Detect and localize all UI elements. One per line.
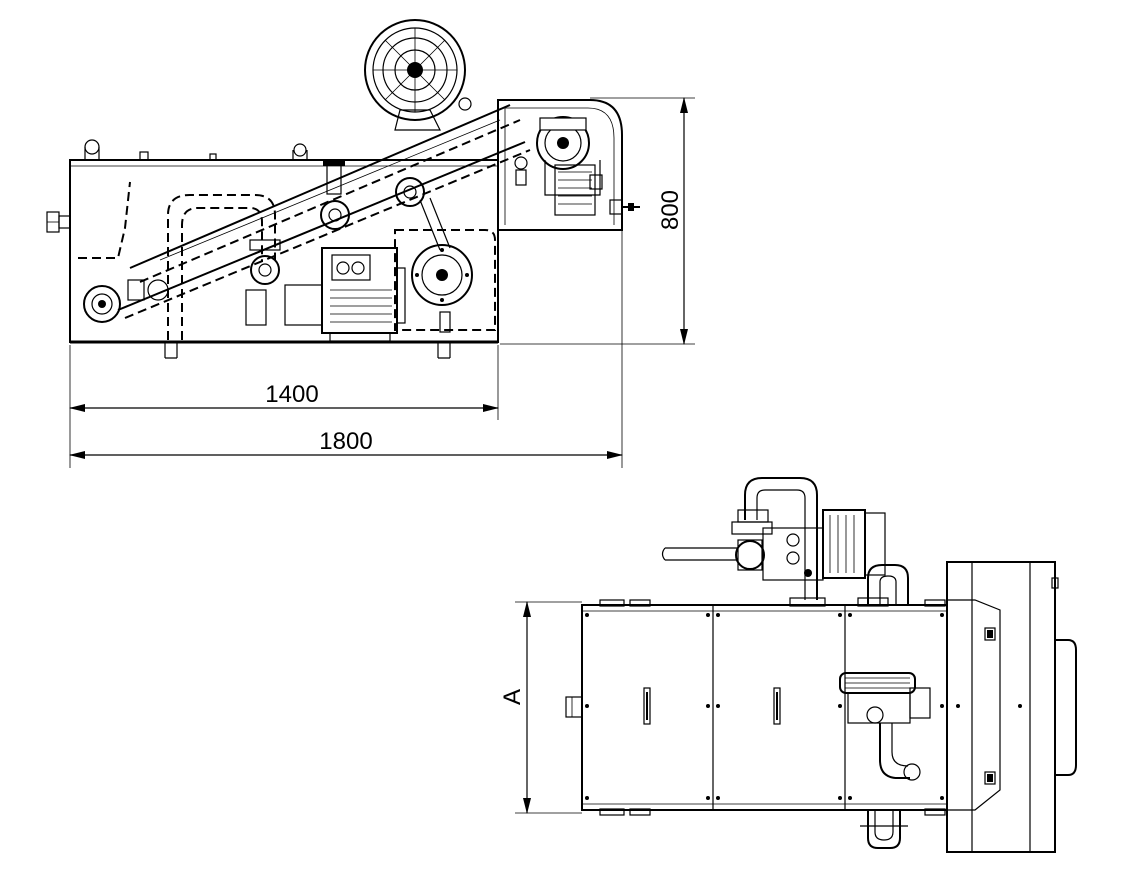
top-right-housing <box>946 561 1077 853</box>
dim-label-a: A <box>499 689 526 705</box>
side-hidden-lines <box>78 181 276 340</box>
side-tank-body <box>46 139 499 359</box>
top-rivets <box>585 613 944 800</box>
top-pump-assembly <box>661 477 909 607</box>
top-dimensions: A <box>499 601 582 814</box>
side-pump <box>394 197 496 333</box>
side-right-housing <box>497 99 640 231</box>
top-blower <box>839 672 931 781</box>
dim-label-1800: 1800 <box>319 428 372 455</box>
side-dimensions: 1400 1800 800 <box>69 97 695 468</box>
dim-label-800: 800 <box>657 190 684 230</box>
side-blower <box>364 19 472 131</box>
top-view: A <box>499 477 1077 853</box>
side-conveyor <box>117 104 531 319</box>
side-view: 1400 1800 800 <box>46 19 695 468</box>
side-fittings <box>83 160 425 326</box>
top-tank-body <box>565 599 948 816</box>
dim-label-1400: 1400 <box>265 381 318 408</box>
top-bottom-pipe <box>860 810 908 849</box>
side-motor <box>284 247 406 342</box>
